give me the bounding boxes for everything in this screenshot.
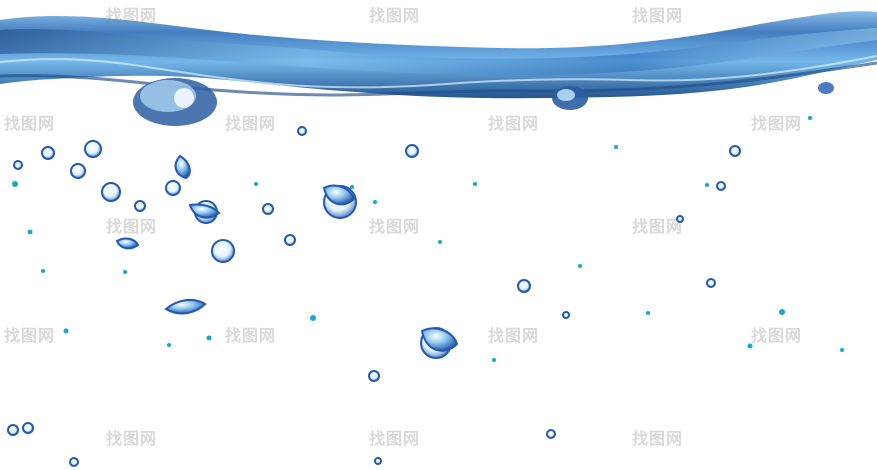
water-surface-wave — [0, 11, 877, 99]
water-bubbles — [7, 126, 741, 467]
cyan-droplets — [12, 116, 844, 362]
splash-foam — [133, 78, 834, 126]
